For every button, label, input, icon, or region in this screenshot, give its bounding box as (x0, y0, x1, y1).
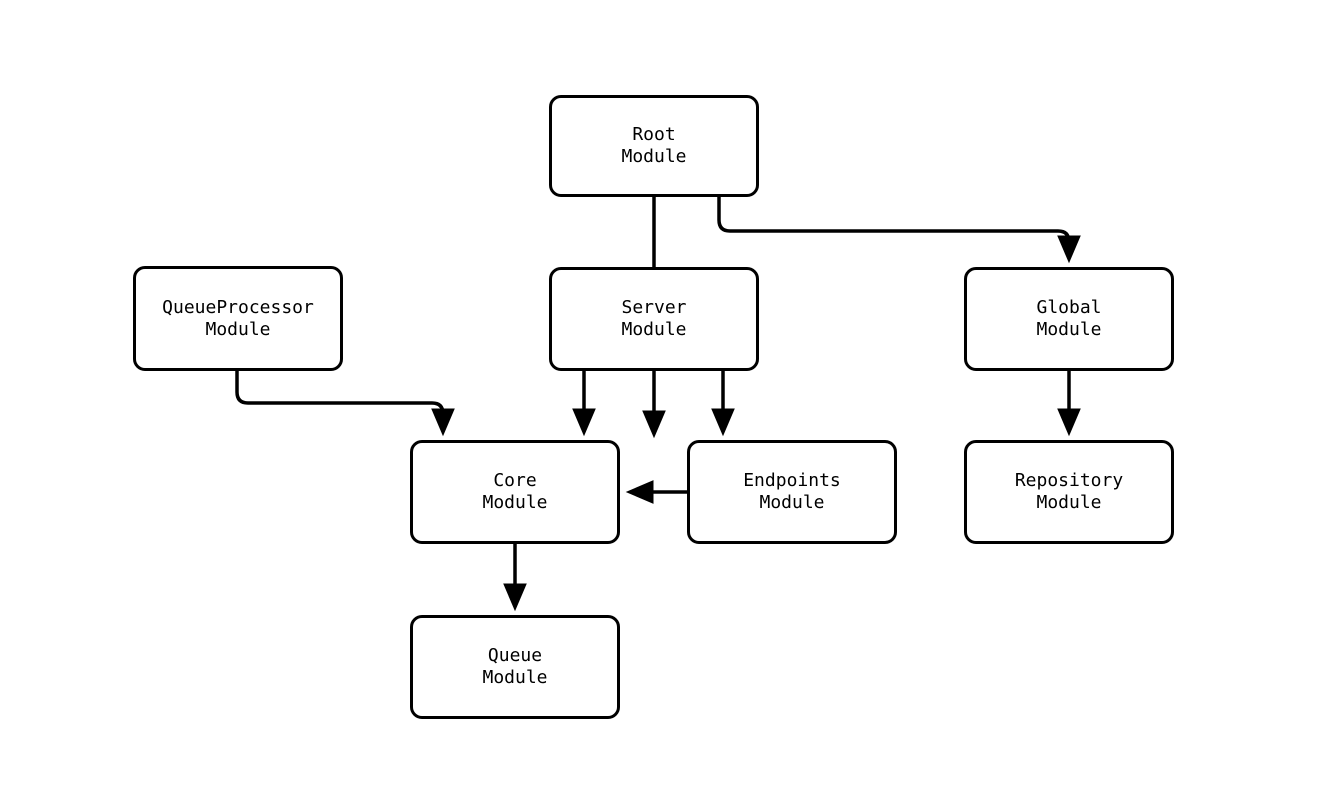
node-endpoints-label-line2: Module (759, 492, 825, 513)
node-repository-label-line2: Module (1036, 492, 1102, 513)
node-endpoints[interactable]: Endpoints Module (687, 440, 897, 544)
node-server[interactable]: Server Module (549, 267, 759, 371)
node-queue-label-line2: Module (482, 667, 548, 688)
node-queue[interactable]: Queue Module (410, 615, 620, 719)
edge-queueprocessor-to-core (235, 371, 455, 437)
node-global[interactable]: Global Module (964, 267, 1174, 371)
node-endpoints-label-line1: Endpoints (743, 470, 841, 491)
node-core-label-line1: Core (493, 470, 537, 491)
node-server-label-line1: Server (621, 297, 687, 318)
node-global-label-line2: Module (1036, 319, 1102, 340)
edge-root-to-global (717, 197, 1081, 264)
node-queueprocessor-label-line1: QueueProcessor (162, 296, 314, 318)
node-core-label-line2: Module (482, 492, 548, 513)
node-repository-label-line1: Repository (1014, 470, 1124, 491)
node-repository[interactable]: Repository Module (964, 440, 1174, 544)
node-root-label-line2: Module (621, 146, 687, 167)
node-queue-label-line1: Queue (487, 645, 543, 666)
node-root[interactable]: Root Module (549, 95, 759, 197)
node-core[interactable]: Core Module (410, 440, 620, 544)
node-global-label-line1: Global (1036, 297, 1102, 318)
node-root-label-line1: Root (632, 124, 676, 145)
node-queueprocessor[interactable]: QueueProcessor Module (133, 266, 343, 371)
node-server-label-line2: Module (621, 319, 687, 340)
node-queueprocessor-label-line2: Module (205, 318, 271, 340)
